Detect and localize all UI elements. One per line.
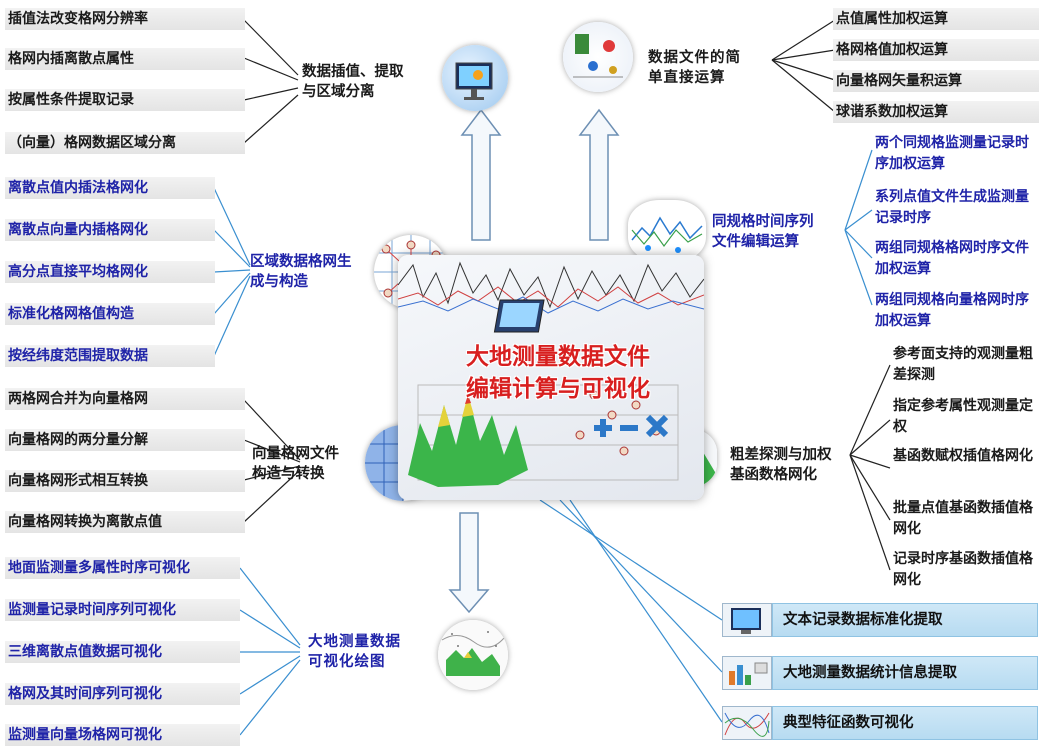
region-title-line1: 区域数据格网生 <box>250 254 352 270</box>
region-title: 区域数据格网生 成与构造 <box>250 252 352 292</box>
interp-item-4[interactable]: （向量）格网数据区域分离 <box>5 132 245 154</box>
interp-item-3[interactable]: 按属性条件提取记录 <box>5 89 245 111</box>
simple-title-line1: 数据文件的简 <box>648 50 741 66</box>
gross-item-1[interactable]: 参考面支持的观测量粗差探测 <box>893 346 1033 383</box>
simple-item-4[interactable]: 球谐系数加权运算 <box>833 101 1039 123</box>
visual-item-2[interactable]: 监测量记录时间序列可视化 <box>5 599 240 621</box>
series-title-line1: 同规格时间序列 <box>712 214 814 230</box>
interp-item-1[interactable]: 插值法改变格网分辨率 <box>5 8 245 30</box>
simple-item-2[interactable]: 格网格值加权运算 <box>833 39 1039 61</box>
bottom-item-1[interactable]: 文本记录数据标准化提取 <box>772 603 1038 637</box>
center-title-line1: 大地测量数据文件 <box>466 344 650 370</box>
series-title: 同规格时间序列 文件编辑运算 <box>712 212 814 252</box>
series-item-4[interactable]: 两组同规格向量格网时序加权运算 <box>875 292 1029 329</box>
vector-item-4[interactable]: 向量格网转换为离散点值 <box>5 511 245 533</box>
interp-title-line2: 与区域分离 <box>302 84 375 100</box>
function-curves-icon <box>722 706 772 740</box>
gross-item-2[interactable]: 指定参考属性观测量定权 <box>893 398 1033 435</box>
statistics-icon <box>722 656 772 690</box>
monitor-icon <box>442 45 508 111</box>
gross-item-3[interactable]: 基函数赋权插值格网化 <box>893 448 1033 464</box>
text-record-icon <box>722 603 772 637</box>
vector-title-line1: 向量格网文件 <box>252 446 339 462</box>
visual-item-3[interactable]: 三维离散点值数据可视化 <box>5 641 240 663</box>
simple-item-3[interactable]: 向量格网矢量积运算 <box>833 70 1039 92</box>
series-title-line2: 文件编辑运算 <box>712 234 799 250</box>
region-item-1[interactable]: 离散点值内插法格网化 <box>5 177 215 199</box>
simple-title: 数据文件的简 单直接运算 <box>648 48 741 88</box>
center-hub: 大地测量数据文件 编辑计算与可视化 <box>398 255 704 500</box>
time-series-icon <box>628 200 706 262</box>
center-title-line2: 编辑计算与可视化 <box>466 376 650 402</box>
visual-title: 大地测量数据 可视化绘图 <box>308 632 401 672</box>
region-item-5[interactable]: 按经纬度范围提取数据 <box>5 345 215 367</box>
simple-item-1[interactable]: 点值属性加权运算 <box>833 8 1039 30</box>
series-item-1[interactable]: 两个同规格监测量记录时序加权运算 <box>875 135 1029 172</box>
interp-title-line1: 数据插值、提取 <box>302 64 404 80</box>
simple-title-line2: 单直接运算 <box>648 70 726 86</box>
vector-item-1[interactable]: 两格网合并为向量格网 <box>5 388 245 410</box>
gross-item-4[interactable]: 批量点值基函数插值格网化 <box>893 500 1033 537</box>
interp-item-2[interactable]: 格网内插离散点属性 <box>5 48 245 70</box>
gross-title: 粗差探测与加权 基函数格网化 <box>730 445 832 485</box>
map-plot-icon <box>438 620 508 690</box>
center-illustration <box>398 261 704 487</box>
bottom-item-3[interactable]: 典型特征函数可视化 <box>772 706 1038 740</box>
series-item-2[interactable]: 系列点值文件生成监测量记录时序 <box>875 189 1029 226</box>
visual-item-1[interactable]: 地面监测量多属性时序可视化 <box>5 557 240 579</box>
calculator-icon <box>563 22 633 92</box>
interp-title: 数据插值、提取 与区域分离 <box>302 62 404 102</box>
gross-title-line1: 粗差探测与加权 <box>730 447 832 463</box>
gross-item-5[interactable]: 记录时序基函数插值格网化 <box>893 551 1033 588</box>
visual-item-5[interactable]: 监测量向量场格网可视化 <box>5 724 240 746</box>
region-title-line2: 成与构造 <box>250 274 308 290</box>
gross-title-line2: 基函数格网化 <box>730 467 817 483</box>
visual-title-line2: 可视化绘图 <box>308 654 386 670</box>
region-item-4[interactable]: 标准化格网格值构造 <box>5 303 215 325</box>
vector-title: 向量格网文件 构造与转换 <box>252 444 339 484</box>
bottom-item-2[interactable]: 大地测量数据统计信息提取 <box>772 656 1038 690</box>
series-item-3[interactable]: 两组同规格格网时序文件加权运算 <box>875 240 1029 277</box>
region-item-3[interactable]: 高分点直接平均格网化 <box>5 261 215 283</box>
visual-item-4[interactable]: 格网及其时间序列可视化 <box>5 683 240 705</box>
visual-title-line1: 大地测量数据 <box>308 634 401 650</box>
vector-item-3[interactable]: 向量格网形式相互转换 <box>5 470 245 492</box>
vector-title-line2: 构造与转换 <box>252 466 325 482</box>
vector-item-2[interactable]: 向量格网的两分量分解 <box>5 429 245 451</box>
region-item-2[interactable]: 离散点向量内插格网化 <box>5 219 215 241</box>
